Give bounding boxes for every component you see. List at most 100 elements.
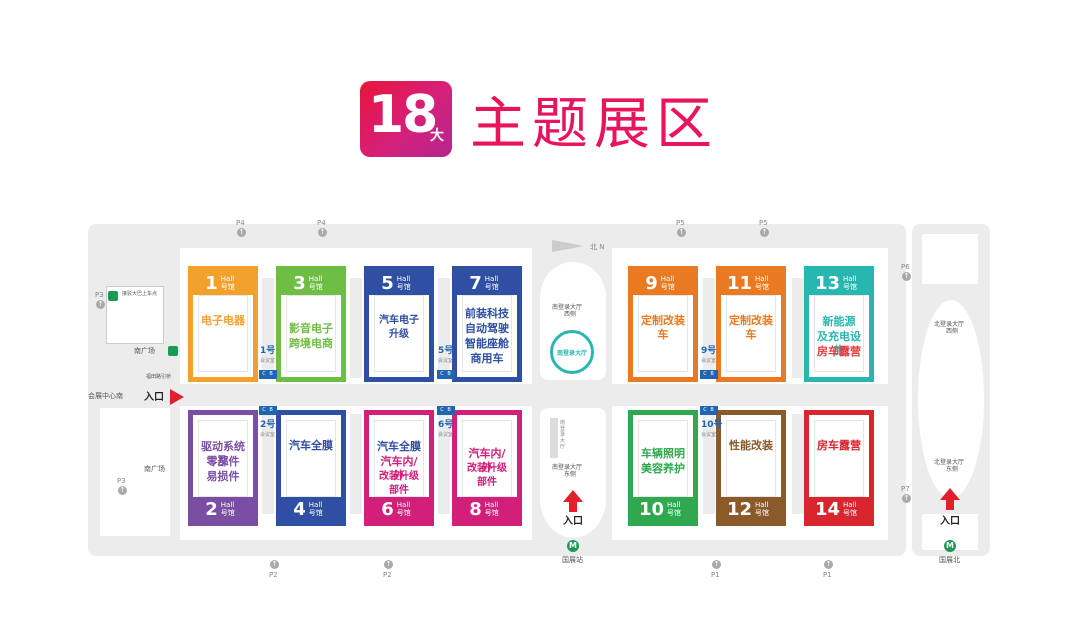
parking-label: P3: [95, 291, 104, 299]
parking-arrow-icon: ↑: [384, 560, 393, 569]
hall-zone: 跨境电商: [289, 337, 333, 350]
hall-body: 定制改装车: [726, 295, 776, 372]
hall-number: 12: [726, 498, 753, 520]
hall-zone: 驱动系统及: [201, 439, 245, 467]
entrance-arrow-icon: [563, 490, 583, 502]
parking-north: [922, 234, 978, 284]
hall-body: 房车露营: [814, 420, 864, 497]
bus-icon: [168, 346, 178, 356]
entrance-arrow-stem: [946, 500, 954, 510]
lobby-south-east-sub: 东侧: [564, 471, 577, 478]
cba-tag: C B A: [437, 406, 455, 422]
north-arrow-icon: [552, 240, 584, 252]
cba-tag: C B A: [259, 406, 277, 422]
hall-number: 3: [293, 272, 306, 294]
hall-number: 7: [469, 272, 482, 294]
meeting-room-label: 会议室: [701, 432, 717, 438]
subway-icon: M: [944, 540, 956, 552]
hall-body: 性能改装: [726, 420, 776, 497]
hall-label: Hall 号馆: [843, 501, 858, 517]
title-badge: 18 大: [360, 81, 452, 157]
hall-zone: 及充电设施: [817, 329, 861, 357]
hall-body: 驱动系统及零部件易损件: [198, 420, 248, 497]
meeting-room-label: 会议室: [701, 358, 717, 364]
parking-arrow-icon: ↑: [824, 560, 833, 569]
cba-tag: C B A: [700, 370, 718, 386]
page-title: 18 大 主题展区: [360, 80, 718, 158]
hall-zone: 电子电器: [201, 314, 245, 327]
hall-body: 汽车全膜汽车内/外改装升级部件: [374, 420, 424, 497]
hall-body: 汽车内/外改装升级部件: [462, 420, 512, 497]
hall-label: Hall 号馆: [755, 275, 770, 291]
link-label: 南登录大厅: [560, 420, 566, 450]
meeting-room-number: 9号: [701, 346, 717, 356]
meeting-room-label: 会议室: [260, 432, 276, 438]
hall-zone: 定制改装车: [729, 314, 773, 341]
title-badge-small: 大: [430, 128, 444, 144]
bus-stop-label: 接驳大巴上车点: [122, 291, 158, 297]
lobby-north-east-label: 北登录大厅: [934, 459, 965, 466]
hall-zone: 房车露营: [817, 344, 861, 358]
hall-number: 14: [814, 498, 841, 520]
meeting-room-number: 10号: [701, 420, 723, 430]
entrance-arrow-icon: [170, 389, 184, 405]
hall-label: Hall 号馆: [484, 501, 499, 517]
hall-body: 新能源及充电设施房车露营: [814, 295, 864, 372]
hall-zone: 商用车: [470, 352, 504, 365]
corridor: [350, 278, 362, 378]
corridor: [438, 278, 450, 378]
parking-arrow-icon: ↑: [760, 228, 769, 237]
parking-label: P2: [383, 571, 392, 579]
north-label: 北 N: [590, 243, 605, 251]
parking-arrow-icon: ↑: [118, 486, 127, 495]
cba-tag: C B A: [437, 370, 455, 386]
round-hall-label: 南登录大厅: [557, 350, 588, 357]
hall-body: 车辆照明美容养护: [638, 420, 688, 497]
hall-zone: 前装科技: [465, 307, 509, 320]
hall-zone: 自动驾驶: [465, 322, 509, 335]
lobby-north-east-sub: 东侧: [946, 466, 959, 473]
round-hall-icon: [550, 330, 594, 374]
hall-body: 前装科技自动驾驶智能座舱商用车: [462, 295, 512, 372]
hall-number: 6: [381, 498, 394, 520]
hall-label: Hall 号馆: [220, 501, 235, 517]
station-north-label: 国展北: [939, 556, 960, 564]
hall-zone: 汽车全膜: [289, 439, 333, 452]
parking-label: P4: [317, 219, 326, 227]
hall-number: 5: [381, 272, 394, 294]
hall-zone: 改装升级部件: [379, 470, 419, 496]
hall-body: 汽车全膜: [286, 420, 336, 497]
hall-zone: 易损件: [206, 469, 240, 483]
corridor: [792, 414, 804, 514]
hall-number: 10: [638, 498, 665, 520]
hall-zone: 影音电子: [289, 322, 333, 335]
hall-label: Hall 号馆: [308, 275, 323, 291]
hall-zone: 汽车内/外: [468, 447, 506, 474]
station-south-label: 国展站: [562, 556, 583, 564]
lobby-south-west-label: 南登录大厅: [552, 304, 583, 311]
plaza-south-label: 南广场: [134, 347, 155, 355]
cba-tag: C B A: [700, 406, 718, 422]
lobby-north-area: [918, 300, 984, 498]
bus-icon: [108, 291, 118, 301]
corridor: [262, 278, 274, 378]
parking-arrow-icon: ↑: [677, 228, 686, 237]
meeting-room-label: 会议室: [260, 358, 276, 364]
parking-arrow-icon: ↑: [318, 228, 327, 237]
